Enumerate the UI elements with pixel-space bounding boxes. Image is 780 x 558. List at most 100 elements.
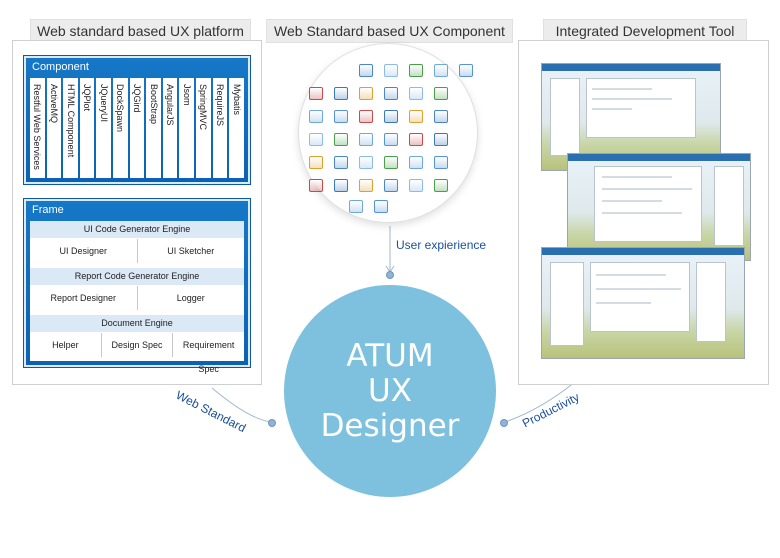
anchor-icon (309, 87, 323, 100)
center-line-3: Designer (320, 407, 460, 444)
tool-screenshot-2 (567, 153, 751, 261)
component-item-label: Mybatis (231, 84, 242, 116)
component-item-label: RequireJS (215, 84, 225, 127)
right-panel-title: Integrated Development Tool (543, 19, 747, 43)
component-item: JQGird (129, 78, 145, 178)
component-icon-circle (298, 43, 478, 223)
tab-icon (309, 133, 323, 146)
tool-screenshot-1 (541, 63, 721, 171)
component-list: Restful Web Services ActiveMQ HTML Compone… (30, 78, 244, 178)
component-item: BootStrap (146, 78, 161, 178)
engine-title-document: Document Engine (30, 315, 244, 332)
component-item-label: HTML Component (65, 84, 76, 158)
frame-header: Frame (32, 204, 64, 216)
combo-icon (384, 156, 398, 169)
progress-icon (374, 200, 388, 213)
checkbox-icon (434, 87, 448, 100)
upload-icon (334, 87, 348, 100)
component-item-label: DockSpawn (115, 84, 126, 133)
engine-title-report: Report Code Generator Engine (30, 268, 244, 285)
calendar-icon (309, 156, 323, 169)
split-icon (309, 179, 323, 192)
pager-icon (334, 156, 348, 169)
component-item: RequireJS (212, 78, 228, 178)
ui-designer: UI Designer (59, 246, 108, 256)
link-icon (384, 179, 398, 192)
component-item-label: JQGird (131, 84, 142, 113)
component-item: HTML Component (63, 78, 78, 178)
grid-icon (384, 64, 398, 77)
dialog-icon (384, 133, 398, 146)
label-icon (359, 156, 373, 169)
engine-row-document: Helper Design Spec Requirement Spec (30, 333, 244, 374)
toolbar-icon (409, 133, 423, 146)
bar-chart-icon (409, 87, 423, 100)
layout-icon (334, 110, 348, 123)
component-item-label: Restful Web Services (32, 84, 43, 170)
button-icon (334, 133, 348, 146)
helper: Helper (52, 340, 79, 350)
component-item-label: JQPlot (82, 84, 93, 112)
table-icon (409, 64, 423, 77)
right-panel (518, 40, 769, 385)
radio-icon (434, 110, 448, 123)
accordion-icon (434, 179, 448, 192)
engine-row-ui: UI Designer UI Sketcher (30, 239, 244, 263)
window-icon (359, 64, 373, 77)
engine-row-report: Report Designer Logger (30, 286, 244, 310)
user-experience-dot (386, 271, 394, 279)
form-icon (359, 110, 373, 123)
atum-ux-designer-circle: ATUM UX Designer (284, 285, 496, 497)
requirement-spec: Requirement Spec (172, 333, 244, 374)
gauge-icon (309, 110, 323, 123)
component-block: Component Restful Web Services ActiveMQ HT… (23, 55, 251, 185)
panel-icon (459, 64, 473, 77)
component-item-label: Jsom (181, 84, 192, 106)
tooltip-icon (349, 200, 363, 213)
center-line-1: ATUM (346, 337, 434, 374)
left-panel: Component Restful Web Services ActiveMQ HT… (12, 40, 262, 385)
grid-icon (409, 156, 423, 169)
design-spec: Design Spec (100, 333, 173, 357)
edit-icon (409, 110, 423, 123)
logger: Logger (136, 286, 245, 310)
component-item-label: ActiveMQ (48, 84, 59, 124)
component-item: Restful Web Services (30, 78, 45, 178)
tree-icon (434, 64, 448, 77)
left-panel-title: Web standard based UX platform (30, 19, 251, 43)
component-item-label: SpringMVC (198, 84, 209, 131)
component-header: Component (32, 61, 89, 73)
component-item-label: JQueryUI (98, 84, 109, 123)
user-experience-label: User expierience (396, 238, 487, 252)
component-item-label: BootStrap (148, 84, 159, 125)
calendar-icon (409, 179, 423, 192)
component-item: Mybatis (229, 78, 244, 178)
textarea-icon (334, 179, 348, 192)
middle-panel-title: Web Standard based UX Component (266, 19, 513, 43)
frame-block: Frame UI Code Generator Engine UI Design… (23, 198, 251, 374)
component-item: DockSpawn (113, 78, 128, 178)
image-icon (434, 133, 448, 146)
slider-icon (359, 133, 373, 146)
productivity-dot (500, 419, 508, 427)
component-item: ActiveMQ (46, 78, 62, 178)
center-line-2: UX (368, 372, 412, 409)
report-designer: Report Designer (50, 293, 117, 303)
list-icon (384, 87, 398, 100)
spinner-icon (359, 179, 373, 192)
tool-screenshot-3 (541, 247, 745, 359)
component-item-label: AngularJS (165, 84, 176, 126)
frame-engines: UI Code Generator Engine UI Designer UI … (30, 221, 244, 374)
menu-icon (384, 110, 398, 123)
component-item: JQPlot (79, 78, 95, 178)
component-item: SpringMVC (196, 78, 211, 178)
component-item: Jsom (179, 78, 195, 178)
web-standard-dot (268, 419, 276, 427)
chart-line-icon (359, 87, 373, 100)
component-item: JQueryUI (96, 78, 112, 178)
engine-title-ui: UI Code Generator Engine (30, 221, 244, 238)
component-item: AngularJS (162, 78, 178, 178)
ui-sketcher: UI Sketcher (136, 239, 245, 263)
pie-icon (434, 156, 448, 169)
